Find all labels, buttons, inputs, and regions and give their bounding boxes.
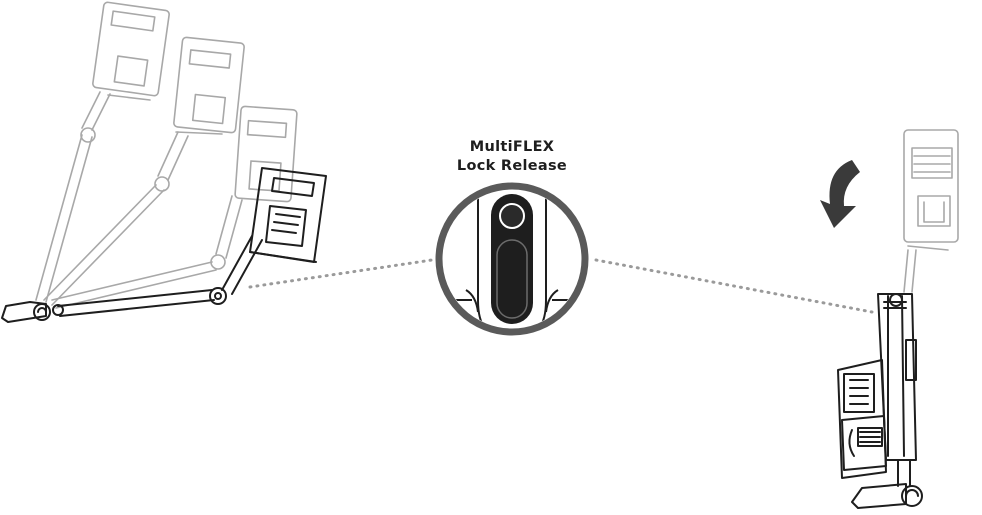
ghost-vacuum-position-3 (51, 105, 298, 309)
upright-body (837, 293, 917, 479)
ghost-handle-raised (903, 129, 959, 293)
lock-release-button (491, 194, 533, 324)
ghost-vacuum-position-2 (43, 36, 245, 306)
curved-down-arrow-icon (820, 160, 860, 228)
floor-nozzle-left (1, 301, 64, 323)
upright-vacuum (837, 129, 959, 509)
callout-title-line-2: Lock Release (456, 158, 568, 174)
button-dimple (499, 203, 525, 229)
folded-vacuum (57, 167, 327, 317)
leader-line-right (594, 258, 874, 314)
folding-sequence (1, 1, 327, 323)
ghost-vacuum-position-1 (35, 1, 170, 303)
leader-line-left (248, 258, 434, 289)
lock-release-callout (435, 182, 589, 336)
leader-lines (248, 258, 874, 314)
floor-nozzle-right (851, 459, 923, 509)
callout-title: MultiFLEX Lock Release (412, 138, 612, 176)
callout-title-line-1: MultiFLEX (469, 139, 555, 155)
